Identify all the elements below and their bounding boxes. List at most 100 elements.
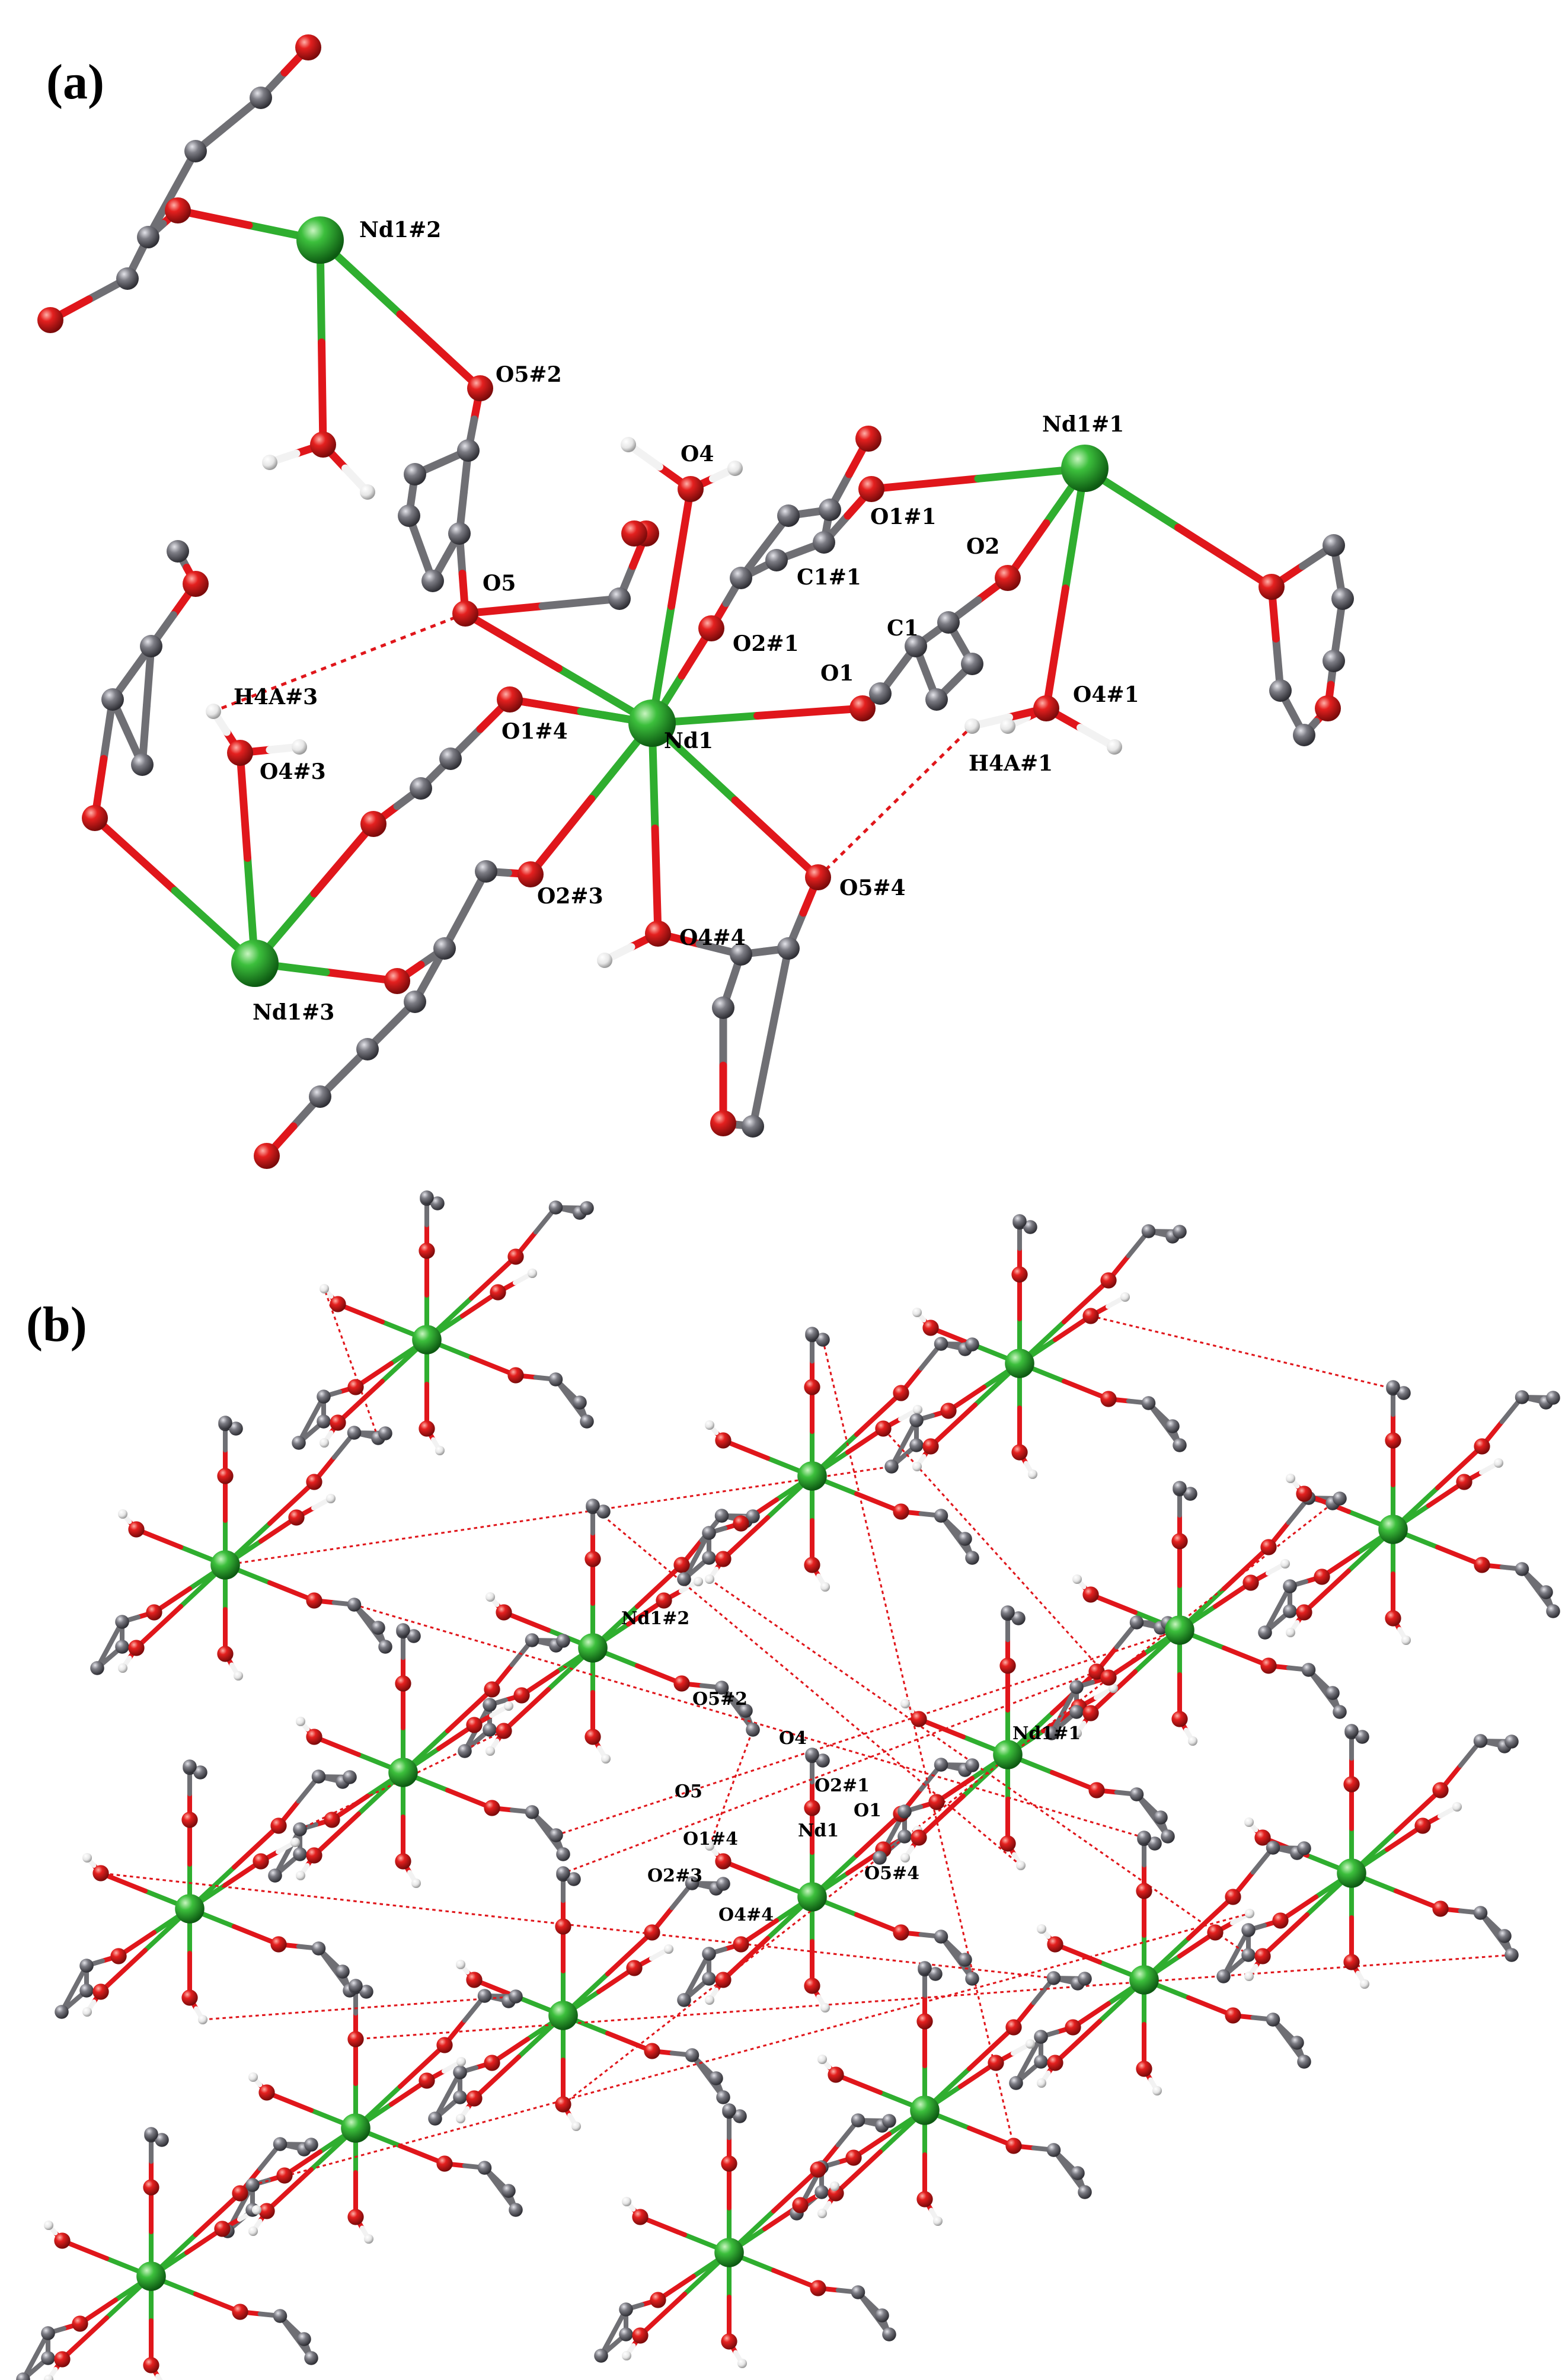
atom-label: O5#4: [864, 1863, 919, 1884]
bond-half: [634, 1562, 685, 1609]
oxygen-atom: [555, 1918, 571, 1935]
atom-label: O4#1: [1073, 682, 1139, 707]
hydrogen-bond: [822, 1339, 1015, 2146]
carbon-atom: [746, 1509, 760, 1523]
hydrogen-atom: [704, 1574, 715, 1584]
oxygen-atom: [656, 1592, 672, 1609]
hydrogen-atom: [527, 1268, 538, 1279]
atom-label: O5: [483, 571, 516, 596]
carbon-atom: [548, 1200, 563, 1215]
oxygen-atom: [1474, 1438, 1490, 1455]
bond-half: [1260, 1912, 1310, 1959]
carbon-atom: [875, 2308, 889, 2323]
oxygen-atom: [1260, 1657, 1277, 1674]
hydrogen-atom: [817, 2054, 828, 2065]
carbon-atom: [347, 1598, 362, 1612]
carbon-atom: [1078, 1972, 1092, 1986]
carbon-atom: [742, 1115, 764, 1138]
neodymium-atom: [578, 1633, 608, 1663]
carbon-atom: [556, 1866, 570, 1880]
carbon-atom: [115, 1640, 129, 1654]
oxygen-atom: [1343, 1776, 1360, 1793]
hydrogen-atom: [829, 2181, 840, 2191]
carbon-atom: [965, 1551, 979, 1565]
oxygen-atom: [1171, 1711, 1188, 1727]
carbon-atom: [765, 549, 788, 571]
carbon-atom: [311, 1769, 326, 1784]
oxygen-atom: [804, 1379, 820, 1395]
hydrogen-bond: [882, 1427, 1110, 1679]
neodymium-atom: [714, 2238, 744, 2267]
oxygen-atom: [496, 1604, 512, 1621]
carbon-atom: [1473, 1906, 1488, 1920]
carbon-atom: [1323, 534, 1345, 557]
oxygen-atom: [804, 1557, 820, 1573]
oxygen-atom: [347, 1379, 364, 1395]
carbon-atom: [819, 499, 841, 521]
oxygen-atom: [306, 1729, 322, 1745]
carbon-atom: [458, 1744, 472, 1758]
oxygen-atom: [999, 1657, 1016, 1674]
bond-half: [264, 2167, 314, 2214]
neodymium-atom: [993, 1740, 1023, 1769]
carbon-atom: [873, 1851, 887, 1865]
oxygen-atom: [644, 1924, 660, 1941]
carbon-atom: [619, 2327, 633, 2341]
carbon-atom: [317, 1389, 331, 1404]
oxygen-atom: [1088, 1782, 1105, 1798]
hydrogen-atom: [1120, 1292, 1130, 1302]
carbon-atom: [1297, 2055, 1311, 2069]
carbon-atom: [1283, 1579, 1297, 1593]
neodymium-atom: [1129, 1965, 1159, 1995]
oxygen-atom: [849, 695, 876, 721]
neodymium-atom: [1005, 1349, 1034, 1378]
oxygen-atom: [436, 2037, 453, 2053]
oxygen-atom: [1315, 695, 1341, 721]
oxygen-atom: [1171, 1533, 1188, 1550]
hydrogen-atom: [1036, 2078, 1047, 2088]
oxygen-atom: [1207, 1924, 1224, 1941]
neodymium-atom: [797, 1461, 827, 1491]
oxygen-atom: [632, 2209, 649, 2225]
carbon-atom: [1323, 650, 1345, 672]
oxygen-atom: [1225, 2007, 1241, 2024]
hydrogen-atom: [1072, 1574, 1082, 1584]
oxygen-atom: [330, 1414, 346, 1431]
carbon-atom: [1497, 1929, 1512, 1943]
carbon-atom: [1069, 1705, 1084, 1719]
oxygen-atom: [1296, 1604, 1312, 1621]
hydrogen-atom: [117, 1509, 128, 1519]
oxygen-atom: [855, 426, 881, 452]
oxygen-atom: [995, 565, 1021, 591]
carbon-atom: [677, 1572, 691, 1586]
carbon-atom: [448, 522, 471, 545]
hydrogen-atom: [663, 1944, 674, 1954]
carbon-atom: [304, 2351, 318, 2365]
oxygen-atom: [632, 2327, 649, 2344]
oxygen-atom: [72, 2315, 88, 2332]
hydrogen-atom: [295, 1716, 306, 1727]
panel-b-bonds: [20, 1194, 1556, 2380]
neodymium-atom: [797, 1882, 827, 1912]
carbon-atom: [41, 2326, 55, 2340]
carbon-atom: [869, 682, 892, 705]
carbon-atom: [702, 1972, 716, 1986]
oxygen-atom: [805, 864, 831, 890]
hydrogen-atom: [704, 1420, 715, 1430]
carbon-atom: [421, 570, 444, 592]
oxygen-atom: [497, 686, 523, 713]
carbon-atom: [1023, 1220, 1037, 1234]
oxygen-atom: [1254, 1829, 1271, 1846]
oxygen-atom: [922, 1320, 939, 1336]
atom-label: O1#1: [870, 504, 937, 529]
carbon-atom: [677, 1993, 691, 2007]
carbon-atom: [549, 1828, 563, 1842]
oxygen-atom: [143, 2357, 159, 2373]
oxygen-atom: [1414, 1817, 1431, 1834]
oxygen-atom: [1082, 1586, 1099, 1603]
carbon-atom: [1266, 2012, 1280, 2027]
hydrogen-atom: [820, 2002, 830, 2013]
carbon-atom: [685, 1876, 699, 1890]
carbon-atom: [709, 2071, 723, 2085]
oxygen-atom: [490, 1284, 506, 1301]
